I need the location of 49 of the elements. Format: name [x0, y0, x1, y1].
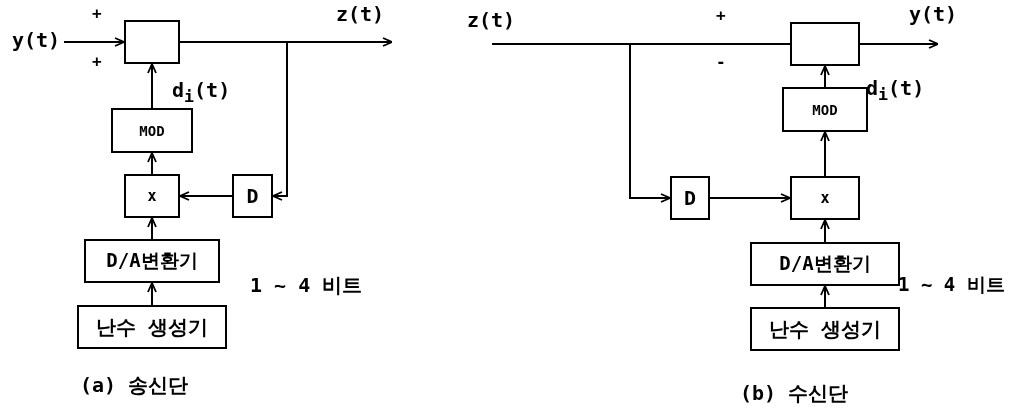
sign-label: + — [92, 52, 102, 71]
signal-label: z(t) — [335, 2, 385, 26]
arrow — [147, 152, 157, 175]
sign-label: - — [716, 52, 726, 71]
arrow — [491, 43, 671, 203]
block-label: MOD — [812, 101, 838, 118]
arrow — [859, 39, 939, 49]
block-label: 난수 생성기 — [95, 313, 208, 341]
block-label: x — [147, 187, 157, 205]
arrow — [820, 285, 830, 308]
block-label: MOD — [139, 122, 165, 139]
process-box — [750, 307, 900, 351]
process-box — [232, 174, 273, 218]
block-label: x — [820, 189, 830, 207]
process-box — [124, 174, 180, 218]
summing-box — [124, 20, 180, 64]
text-label: 1 ~ 4 비트 — [898, 272, 1005, 297]
process-box — [790, 176, 860, 220]
text-label: d$_{i}$(t) — [172, 78, 231, 106]
text-label: (b) 수신단 — [740, 380, 849, 407]
process-box — [111, 108, 193, 153]
text-label: 1 ~ 4 비트 — [250, 272, 363, 299]
arrow — [820, 65, 830, 88]
arrow — [709, 193, 791, 203]
arrow — [820, 219, 830, 243]
process-box — [77, 305, 227, 349]
arrow — [147, 217, 157, 240]
signal-label: y(t) — [908, 2, 958, 26]
text-label: (a) 송신단 — [80, 372, 189, 399]
arrow — [63, 37, 125, 47]
signal-label: y(t) — [11, 28, 61, 52]
arrow — [147, 63, 157, 109]
summing-box — [790, 22, 860, 66]
process-box — [750, 242, 900, 286]
sign-label: + — [92, 4, 102, 23]
process-box — [782, 87, 868, 132]
sign-label: + — [716, 6, 726, 25]
process-box — [670, 176, 710, 220]
block-label: D — [683, 186, 696, 210]
block-label: D/A변환기 — [106, 248, 198, 273]
arrow — [147, 282, 157, 306]
process-box — [84, 239, 220, 283]
signal-label: z(t) — [466, 8, 516, 32]
arrow — [179, 191, 233, 201]
arrow — [820, 131, 830, 177]
block-label: D/A변환기 — [779, 251, 871, 276]
block-label: D — [246, 184, 259, 208]
arrow — [179, 41, 288, 201]
block-label: 난수 생성기 — [768, 315, 881, 343]
